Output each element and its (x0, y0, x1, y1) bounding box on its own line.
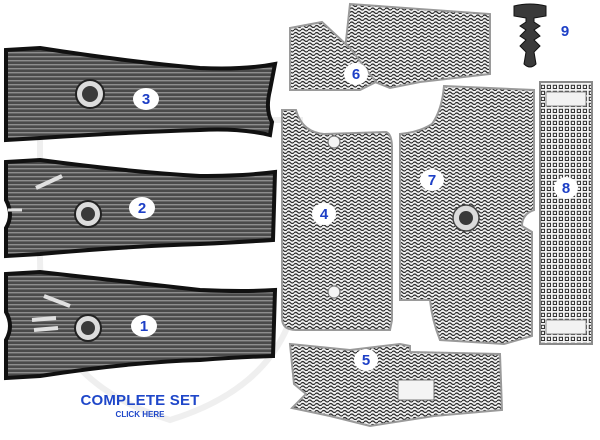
badge-1 (131, 315, 157, 337)
label-part-1: 1 (140, 318, 148, 335)
label-part-3: 3 (142, 91, 150, 108)
mat-part-6[interactable] (289, 2, 491, 91)
label-part-8: 8 (562, 180, 570, 197)
complete-set-subtitle: CLICK HERE (115, 410, 165, 419)
mat-part-8[interactable] (539, 81, 593, 345)
badge-8 (554, 177, 578, 199)
number-badges (129, 63, 578, 371)
number-labels: 3 2 1 4 5 6 7 8 9 (138, 23, 570, 369)
label-part-2: 2 (138, 200, 146, 217)
complete-set-link[interactable]: COMPLETE SET CLICK HERE (72, 392, 208, 419)
badge-4 (312, 203, 336, 225)
badge-6 (344, 63, 368, 85)
complete-set-title: COMPLETE SET (80, 392, 200, 409)
mat-part-7[interactable] (399, 84, 535, 346)
badge-3 (133, 88, 159, 110)
badge-5 (354, 349, 378, 371)
label-part-7: 7 (428, 172, 436, 189)
label-part-9: 9 (561, 23, 569, 40)
mat-part-5[interactable] (288, 342, 504, 428)
label-part-5: 5 (362, 352, 370, 369)
label-part-4: 4 (320, 206, 329, 223)
mat-part-4[interactable] (281, 109, 393, 331)
clip-part-9[interactable] (513, 3, 547, 68)
label-part-6: 6 (352, 66, 360, 83)
badge-7 (420, 169, 444, 191)
badge-2 (129, 197, 155, 219)
